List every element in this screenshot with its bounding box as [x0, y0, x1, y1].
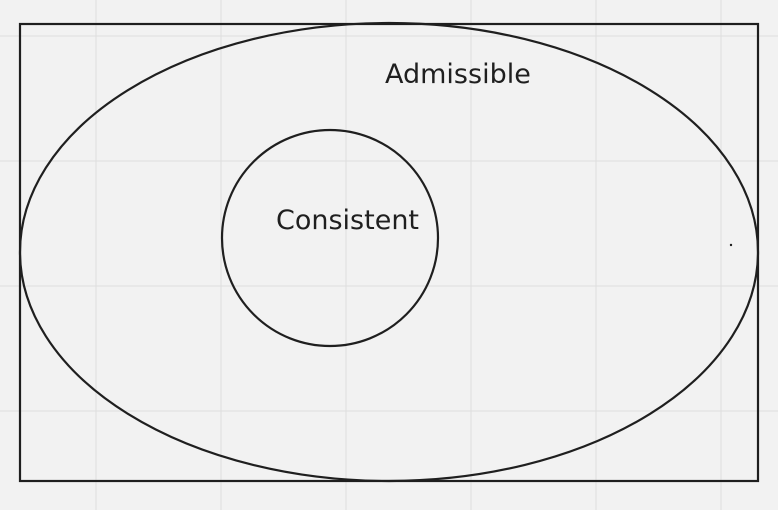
consistent-label: Consistent: [276, 205, 419, 236]
admissible-set-ellipse: [18, 21, 760, 483]
consistent-set-circle: [220, 128, 440, 348]
universe-rectangle: [18, 22, 760, 483]
stray-dot: [729, 243, 733, 247]
admissible-label: Admissible: [385, 59, 531, 90]
